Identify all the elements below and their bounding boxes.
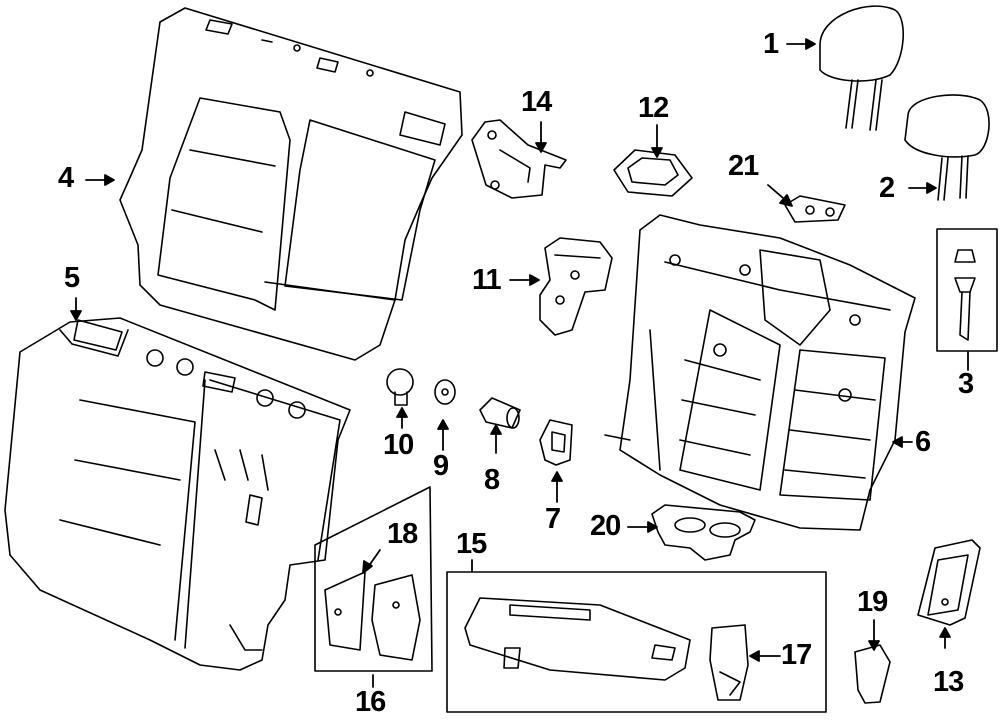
callout-8: 8 xyxy=(484,464,500,496)
part-3-guide-bolt xyxy=(936,228,998,352)
callout-16: 16 xyxy=(355,686,386,718)
part-1-headrest xyxy=(819,5,905,131)
callout-15: 15 xyxy=(456,528,487,560)
part-5-seat-cushion xyxy=(4,317,351,671)
part-9-washer xyxy=(434,379,456,405)
part-8-bushing xyxy=(479,397,521,429)
callout-13: 13 xyxy=(933,666,964,698)
callout-10: 10 xyxy=(383,429,414,461)
callout-7: 7 xyxy=(545,503,561,535)
part-21-latch xyxy=(784,195,846,223)
callout-18: 18 xyxy=(387,518,418,550)
callout-3: 3 xyxy=(958,368,974,400)
part-13-bracket xyxy=(917,539,981,626)
leader-arrows xyxy=(70,38,969,688)
callout-6: 6 xyxy=(915,426,931,458)
part-4-seat-back-cushion xyxy=(119,7,463,361)
part-6-seat-back-frame xyxy=(604,214,916,531)
part-17-latch xyxy=(709,624,749,701)
part-11-hinge xyxy=(539,237,613,336)
part-7-cover xyxy=(539,419,573,466)
callout-20: 20 xyxy=(590,510,621,542)
part-18-cover xyxy=(324,571,421,661)
part-16-group-box xyxy=(314,486,433,672)
callout-4: 4 xyxy=(58,162,74,194)
callout-12: 12 xyxy=(638,92,669,124)
callout-2: 2 xyxy=(879,172,895,204)
callout-21: 21 xyxy=(728,150,759,182)
callout-17: 17 xyxy=(781,639,812,671)
callout-9: 9 xyxy=(433,450,449,482)
part-2-headrest xyxy=(904,94,990,201)
part-15-armrest xyxy=(464,597,691,681)
callout-5: 5 xyxy=(64,262,80,294)
part-12-cover xyxy=(613,149,693,197)
callout-19: 19 xyxy=(857,586,888,618)
callout-14: 14 xyxy=(521,86,552,118)
part-15-group-box xyxy=(446,571,827,713)
part-10-grommet xyxy=(386,368,414,406)
part-20-cup-holder xyxy=(651,504,756,561)
callout-11: 11 xyxy=(472,264,502,296)
part-19-trim xyxy=(854,644,891,704)
part-14-bracket xyxy=(471,119,567,199)
callout-1: 1 xyxy=(763,28,779,60)
